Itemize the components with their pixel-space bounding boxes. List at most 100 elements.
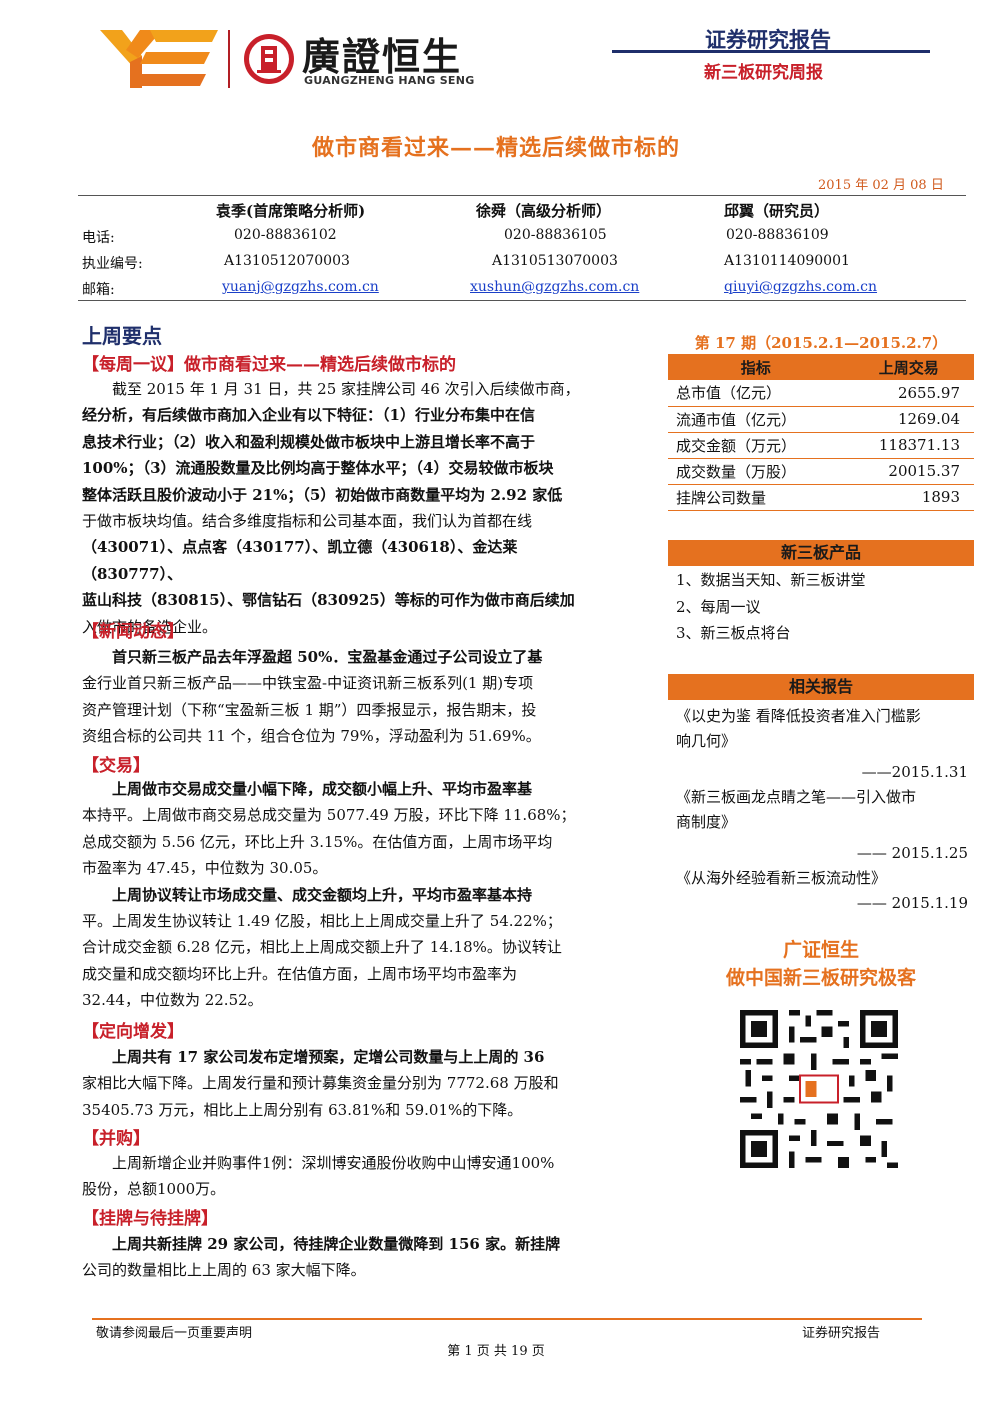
metric-value: 2655.97 (843, 380, 974, 407)
text-line: 成交量和成交额均环比上升。在估值方面，上周市场平均市盈率为 (82, 964, 518, 983)
text-line: 市盈率为 47.45，中位数为 30.05。 (82, 859, 328, 878)
related-report-title: 《以史为鉴 看降低投资者准入门槛影 (676, 707, 921, 725)
metric-name: 成交金额（万元） (668, 432, 844, 459)
text-line: 上周新增企业并购事件1例：深圳博安通股份收购中山博安通100% (112, 1154, 555, 1172)
divider (78, 300, 966, 301)
text-line: 整体活跃且股价波动小于 21%；（5）初始做市商数量平均为 2.92 家低 (82, 485, 563, 504)
section-title: 【定向增发】 (82, 1022, 184, 1042)
text-line: 上周共有 17 家公司发布定增预案，定增公司数量与上上周的 36 (112, 1048, 545, 1066)
phone-label: 电话: (82, 230, 115, 246)
column-header: 上周交易 (843, 354, 974, 380)
products-heading: 新三板产品 (668, 540, 974, 566)
logo-text-cn: 廣證恒生 (302, 34, 463, 79)
company-logo-icon (100, 30, 218, 88)
author-license: A1310512070003 (224, 253, 350, 269)
table-row: 总市值（亿元）2655.97 (668, 380, 974, 407)
metric-name: 成交数量（万股） (668, 458, 844, 485)
section-body: 上周新增企业并购事件1例：深圳博安通股份收购中山博安通100% 股份，总额100… (82, 1150, 612, 1203)
metric-name: 总市值（亿元） (668, 380, 844, 407)
footer-rule (92, 1318, 922, 1320)
metric-name: 流通市值（亿元） (668, 406, 844, 433)
table-row: 成交数量（万股）20015.37 (668, 458, 974, 485)
products-list: 1、数据当天知、新三板讲堂 2、每周一议 3、新三板点将台 (676, 567, 866, 647)
promo-slogan: 做中国新三板研究极客 (725, 967, 916, 989)
list-item: 1、数据当天知、新三板讲堂 (676, 571, 866, 589)
text-line: 上周做市交易成交量小幅下降，成交额小幅上升、平均市盈率基 (112, 780, 533, 798)
page-number: 第 1 页 共 19 页 (447, 1344, 545, 1359)
text-line: （430071）、点点客（430177）、凯立德（430618）、金达莱（830… (82, 538, 518, 583)
text-line: 于做市板块均值。结合多维度指标和公司基本面，我们认为首都在线 (82, 512, 533, 531)
related-report-title: 响几何》 (676, 732, 737, 750)
related-report-title: 《新三板画龙点睛之笔——引入做市 (676, 788, 917, 806)
text-line: 32.44，中位数为 22.52。 (82, 991, 263, 1010)
section-heading: 上周要点 (82, 324, 162, 348)
report-date: 2015 年 02 月 08 日 (818, 178, 944, 193)
seal-logo-icon (244, 34, 294, 84)
table-row: 流通市值（亿元）1269.04 (668, 406, 974, 433)
section-title: 【交易】 (82, 756, 150, 776)
text-line: 资产管理计划（下称“宝盈新三板 1 期”）四季报显示，报告期末，投 (82, 700, 537, 719)
header-rule (612, 50, 930, 53)
weekly-stats-table: 指标 上周交易 总市值（亿元）2655.97 流通市值（亿元）1269.04 成… (668, 354, 974, 511)
author-email-link[interactable]: yuanj@gzgzhs.com.cn (222, 279, 379, 295)
footer-report-type: 证券研究报告 (802, 1326, 881, 1341)
text-line: 蓝山科技（830815）、鄂信钻石（830925）等标的可作为做市商后续加 (82, 591, 575, 610)
text-line: 100%；（3）流通股数量及比例均高于整体水平；（4）交易较做市板块 (82, 459, 554, 478)
period-label: 第 17 期（2015.2.1—2015.2.7） (694, 334, 948, 352)
text-line: 总成交额为 5.56 亿元，环比上升 3.15%。在估值方面，上周市场平均 (82, 832, 553, 851)
author-email-link[interactable]: xushun@gzgzhs.com.cn (470, 279, 640, 295)
text-line: 入做市的备选企业。 (82, 617, 218, 636)
text-line: 本持平。上周做市商交易总成交量为 5077.49 万股，环比下降 11.68%； (82, 806, 576, 825)
related-report-title: 《从海外经验看新三板流动性》 (676, 869, 887, 887)
metric-value: 20015.37 (843, 458, 974, 485)
report-title: 做市商看过来——精选后续做市标的 (311, 135, 680, 161)
related-heading: 相关报告 (668, 674, 974, 700)
logo-divider (228, 30, 230, 88)
metric-name: 挂牌公司数量 (668, 484, 844, 511)
author-name: 徐舜（高级分析师） (476, 202, 612, 220)
author-name: 袁季(首席策略分析师) (216, 202, 366, 220)
divider (78, 195, 966, 196)
author-phone: 020-88836105 (504, 227, 607, 243)
text-line: 35405.73 万元，相比上上周分别有 63.81%和 59.01%的下降。 (82, 1100, 523, 1119)
section-title: 【每周一议】做市商看过来——精选后续做市标的 (82, 355, 456, 375)
author-phone: 020-88836102 (234, 227, 337, 243)
column-header: 指标 (668, 354, 844, 380)
related-report-date: ——2015.1.31 (861, 763, 968, 781)
report-type: 证券研究报告 (705, 28, 831, 52)
metric-value: 118371.13 (843, 432, 974, 459)
section-title: 【新闻动态】 (82, 622, 184, 642)
section-body: 上周共有 17 家公司发布定增预案，定增公司数量与上上周的 36 家相比大幅下降… (82, 1044, 612, 1123)
related-report-title: 商制度》 (676, 813, 737, 831)
related-reports-list: 《以史为鉴 看降低投资者准入门槛影 响几何》 ——2015.1.31 《新三板画… (676, 704, 968, 916)
table-header-row: 指标 上周交易 (668, 354, 974, 380)
license-label: 执业编号: (82, 256, 143, 272)
text-line: 首只新三板产品去年浮盈超 50%．宝盈基金通过子公司设立了基 (112, 648, 543, 666)
section-body: 上周做市交易成交量小幅下降，成交额小幅上升、平均市盈率基 本持平。上周做市商交易… (82, 776, 612, 1014)
text-line: 合计成交金额 6.28 亿元，相比上上周成交额上升了 14.18%。协议转让 (82, 938, 562, 957)
author-name: 邱翼（研究员） (724, 202, 830, 220)
text-line: 经分析，有后续做市商加入企业有以下特征：（1）行业分布集中在信 (82, 406, 535, 425)
list-item: 2、每周一议 (676, 597, 761, 616)
section-body: 截至 2015 年 1 月 31 日，共 25 家挂牌公司 46 次引入后续做市… (82, 376, 612, 640)
text-line: 家相比大幅下降。上周发行量和预计募集资金量分别为 7772.68 万股和 (82, 1074, 559, 1093)
text-line: 公司的数量相比上上周的 63 家大幅下降。 (82, 1261, 366, 1280)
report-subtype: 新三板研究周报 (704, 63, 823, 83)
text-line: 金行业首只新三板产品——中铁宝盈-中证资讯新三板系列(1 期)专项 (82, 674, 534, 693)
text-line: 平。上周发生协议转让 1.49 亿股，相比上上周成交量上升了 54.22%； (82, 912, 562, 931)
logo-text-en: GUANGZHENG HANG SENG (304, 74, 475, 87)
text-line: 股份，总额1000万。 (82, 1180, 226, 1199)
related-report-date: —— 2015.1.25 (856, 844, 968, 862)
section-title: 【挂牌与待挂牌】 (82, 1209, 218, 1229)
metric-value: 1269.04 (843, 406, 974, 433)
related-report-date: —— 2015.1.19 (856, 894, 968, 912)
text-line: 截至 2015 年 1 月 31 日，共 25 家挂牌公司 46 次引入后续做市… (112, 380, 580, 398)
text-line: 上周共新挂牌 29 家公司，待挂牌企业数量微降到 156 家。新挂牌 (112, 1235, 561, 1253)
section-body: 上周共新挂牌 29 家公司，待挂牌企业数量微降到 156 家。新挂牌 公司的数量… (82, 1231, 612, 1284)
author-license: A1310114090001 (724, 253, 850, 269)
author-email-link[interactable]: qiuyi@gzgzhs.com.cn (724, 279, 878, 295)
list-item: 3、新三板点将台 (676, 624, 791, 642)
footer-disclaimer: 敬请参阅最后一页重要声明 (96, 1326, 253, 1341)
author-license: A1310513070003 (492, 253, 618, 269)
metric-value: 1893 (843, 484, 974, 511)
